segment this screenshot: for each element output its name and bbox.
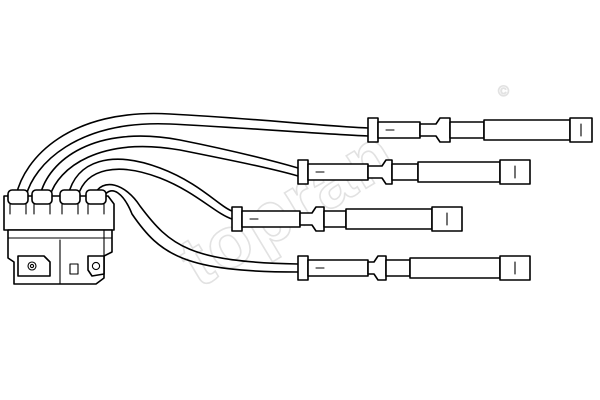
lead-4-plug-boot: [297, 255, 531, 281]
lead-3-cable: [67, 158, 233, 220]
ignition-coil: [3, 189, 115, 285]
svg-text:©: ©: [498, 83, 509, 100]
coil-towers: [7, 189, 107, 215]
lead-3-plug-boot: [231, 206, 463, 232]
coil-mount-left: [17, 255, 51, 277]
lead-1-plug-boot: [367, 117, 593, 143]
lead-2-cable: [39, 135, 299, 197]
coil-mount-right: [87, 255, 105, 277]
lead-1-cable: [15, 112, 369, 197]
lead-4-cable: [93, 183, 299, 273]
lead-2-plug-boot: [297, 159, 531, 185]
